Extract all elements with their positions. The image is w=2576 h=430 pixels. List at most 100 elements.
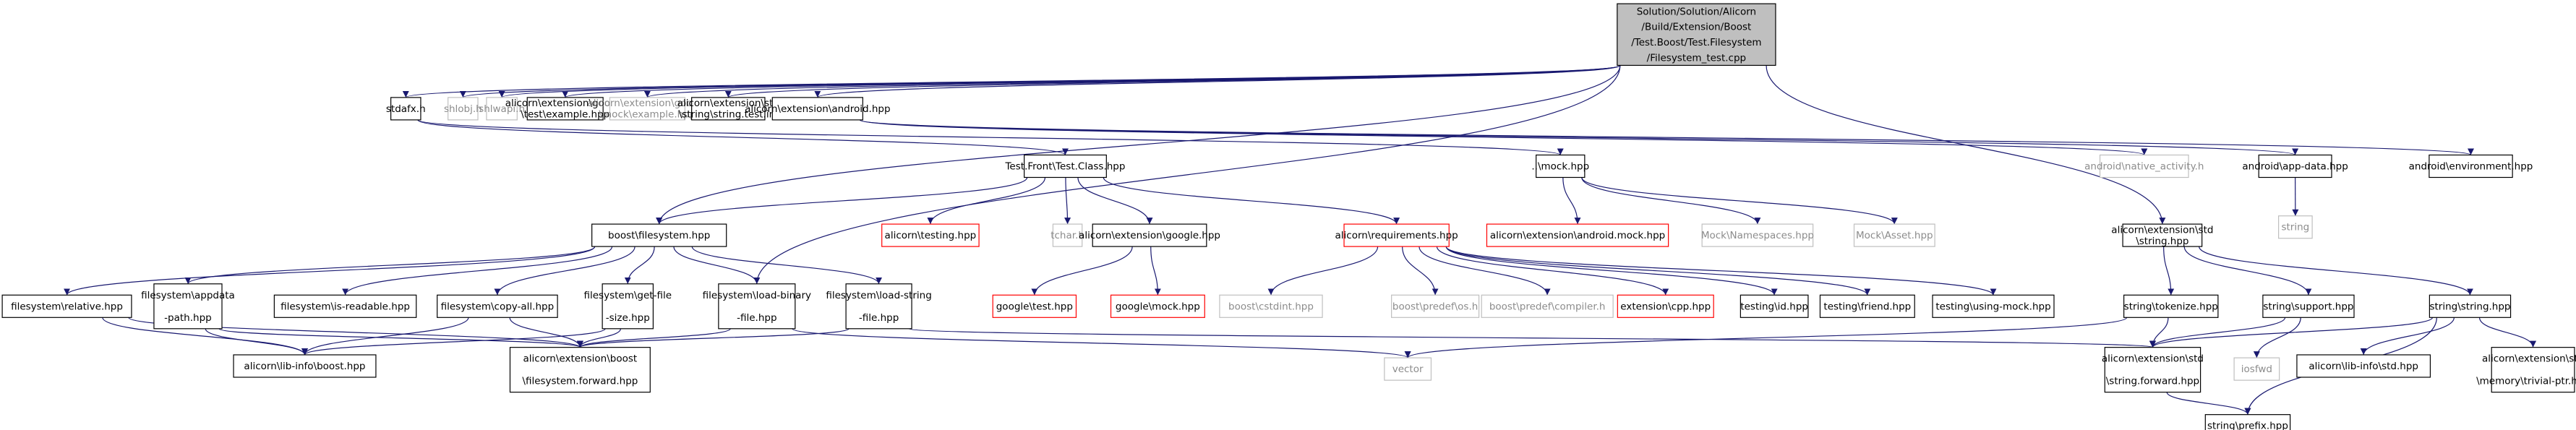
node-predefos[interactable]: boost\predef\os.h <box>1391 294 1480 318</box>
node-box <box>1 294 132 318</box>
node-label-line: boost\cstdint.hpp <box>1228 301 1314 312</box>
node-aestring[interactable]: alicorn\extension\std\string.hpp <box>2111 223 2213 247</box>
node-label-line: alicorn\extension\google <box>505 98 625 109</box>
node-label-line: Test.Front\Test.Class.hpp <box>1004 160 1125 172</box>
node-string1[interactable]: string <box>2278 215 2313 239</box>
node-tokenize[interactable]: string\tokenize.hpp <box>2123 294 2219 318</box>
node-label-line: \string\string.test.inl <box>679 109 778 121</box>
node-cstdint[interactable]: boost\cstdint.hpp <box>1219 294 1323 318</box>
node-fscopy[interactable]: filesystem\copy-all.hpp <box>437 294 558 318</box>
node-stdafx[interactable]: stdafx.h <box>386 97 426 121</box>
edge-stdafx-to-mockhpp <box>417 119 1564 156</box>
node-testingfriend[interactable]: testing\friend.hpp <box>1819 294 1915 318</box>
node-fsfwd[interactable]: alicorn\extension\boost\filesystem.forwa… <box>509 347 651 393</box>
nodes-layer: Solution/Solution/Alicorn/Build/Extensio… <box>1 3 2576 430</box>
node-box <box>1486 223 1669 247</box>
edge-fsappdata-to-fsfwd <box>218 328 583 348</box>
node-box <box>1391 294 1480 318</box>
node-mockasset[interactable]: Mock\Asset.hpp <box>1853 223 1935 247</box>
edge-root-to-fsloadbin <box>753 65 1621 284</box>
node-box <box>1384 357 1432 381</box>
node-stringtestinl[interactable]: alicorn\extension\std\string\string.test… <box>677 97 779 121</box>
node-sstring[interactable]: string\string.hpp <box>2429 294 2512 318</box>
node-root[interactable]: Solution/Solution/Alicorn/Build/Extensio… <box>1617 3 1776 66</box>
node-trivptr[interactable]: alicorn\extension\std\memory\trivial-ptr… <box>2476 347 2576 393</box>
node-box <box>526 97 604 121</box>
edge-alireq-to-testingfriend <box>1445 246 1871 296</box>
node-label-line: alicorn\extension\std <box>2111 224 2213 236</box>
node-box <box>153 283 223 330</box>
node-aligoogle[interactable]: alicorn\extension\google.hpp <box>1079 223 1220 247</box>
node-vector[interactable]: vector <box>1384 357 1432 381</box>
node-mockhpp[interactable]: ..\mock.hpp <box>1531 154 1589 179</box>
node-androidenv[interactable]: android\environment.hpp <box>2409 154 2533 179</box>
node-label-line: string\tokenize.hpp <box>2124 301 2218 312</box>
node-box <box>1219 294 1323 318</box>
node-label-line: vector <box>1392 364 1424 375</box>
edge-testfront-to-alitesting <box>927 177 1046 225</box>
edge-android-to-nativeact <box>859 119 2147 156</box>
node-box <box>2204 414 2291 430</box>
node-label-line: boost\predef\compiler.h <box>1489 301 1606 312</box>
node-alitesting[interactable]: alicorn\testing.hpp <box>881 223 980 247</box>
node-gtestex[interactable]: alicorn\extension\google\test\example.hp… <box>505 97 625 121</box>
node-fsloadstr[interactable]: filesystem\load-string-file.hpp <box>826 283 932 330</box>
node-label-line: extension\cpp.hpp <box>1620 301 1711 312</box>
edge-mockhpp-to-mockns <box>1581 177 1761 225</box>
node-alireq[interactable]: alicorn\requirements.hpp <box>1335 223 1458 247</box>
node-box <box>1110 294 1205 318</box>
node-mockns[interactable]: Mock\Namespaces.hpp <box>1701 223 1814 247</box>
node-extcpp[interactable]: extension\cpp.hpp <box>1617 294 1714 318</box>
edge-alireq-to-testingmock <box>1445 246 1997 296</box>
node-prefix[interactable]: string\prefix.hpp <box>2204 414 2291 430</box>
edge-bfs-to-fsloadbin <box>673 246 761 284</box>
node-fsloadbin[interactable]: filesystem\load-binary-file.hpp <box>703 283 811 330</box>
node-box <box>390 97 422 121</box>
node-label-line: alicorn\extension\std <box>677 98 779 109</box>
edge-root-to-gmockex <box>644 64 1621 98</box>
node-box <box>1617 3 1776 66</box>
node-box <box>1024 154 1107 179</box>
edge-bfs-to-fsloadstr <box>691 246 882 285</box>
node-label-line: \mock\example.hpp <box>599 109 696 121</box>
node-shlwapi[interactable]: shlwapi.h <box>479 97 525 121</box>
node-strfwd[interactable]: alicorn\extension\std\string.forward.hpp <box>2102 347 2204 393</box>
node-strsupport[interactable]: string\support.hpp <box>2262 294 2355 318</box>
edge-stdafx-to-testfront <box>417 119 1069 156</box>
node-fsread[interactable]: filesystem\is-readable.hpp <box>273 294 417 318</box>
node-android[interactable]: alicorn\extension\android.hpp <box>745 97 891 121</box>
node-label-line: alicorn\extension\android.hpp <box>745 103 890 115</box>
node-androidmock[interactable]: alicorn\extension\android.mock.hpp <box>1486 223 1669 247</box>
node-stdinfo[interactable]: alicorn\lib-info\std.hpp <box>2296 354 2431 378</box>
node-label-line: alicorn\requirements.hpp <box>1335 230 1458 241</box>
node-testingmock[interactable]: testing\using-mock.hpp <box>1932 294 2055 318</box>
node-box <box>1740 294 1809 318</box>
node-testingid[interactable]: testing\id.hpp <box>1740 294 1809 318</box>
node-gtest[interactable]: google\test.hpp <box>992 294 1077 318</box>
node-box <box>2233 357 2280 381</box>
node-testfront[interactable]: Test.Front\Test.Class.hpp <box>1004 154 1125 179</box>
node-tchar[interactable]: tchar.h <box>1050 223 1084 247</box>
node-label-line: Mock\Namespaces.hpp <box>1701 230 1814 241</box>
node-fsgetsize[interactable]: filesystem\get-file-size.hpp <box>584 283 672 330</box>
node-label-line: shlwapi.h <box>479 103 525 115</box>
node-nativeact[interactable]: android\native_activity.h <box>2084 154 2204 179</box>
node-predefcomp[interactable]: boost\predef\compiler.h <box>1481 294 1614 318</box>
edge-fscopy-to-boostinfo <box>301 317 469 356</box>
edge-sstring-to-trivptr <box>2478 317 2537 348</box>
node-fsappdata[interactable]: filesystem\appdata-path.hpp <box>141 283 235 330</box>
node-bfs[interactable]: boost\filesystem.hpp <box>591 223 727 247</box>
node-shlobj[interactable]: shlobj.h <box>444 97 482 121</box>
node-box <box>771 97 863 121</box>
node-label-line: alicorn\extension\google.hpp <box>1079 230 1220 241</box>
edge-root-to-bfs <box>656 65 1621 225</box>
node-gmockex[interactable]: alicorn\extension\google\mock\example.hp… <box>587 97 707 121</box>
node-boostinfo[interactable]: alicorn\lib-info\boost.hpp <box>233 354 377 378</box>
edge-root-to-stringtestinl <box>725 64 1621 98</box>
node-gmock[interactable]: google\mock.hpp <box>1110 294 1205 318</box>
node-fsrel[interactable]: filesystem\relative.hpp <box>1 294 132 318</box>
node-iosfwd[interactable]: iosfwd <box>2233 357 2280 381</box>
node-box <box>2278 215 2313 239</box>
edge-fsrel-to-fsfwd <box>128 317 583 348</box>
node-appdata[interactable]: android\app-data.hpp <box>2242 154 2348 179</box>
